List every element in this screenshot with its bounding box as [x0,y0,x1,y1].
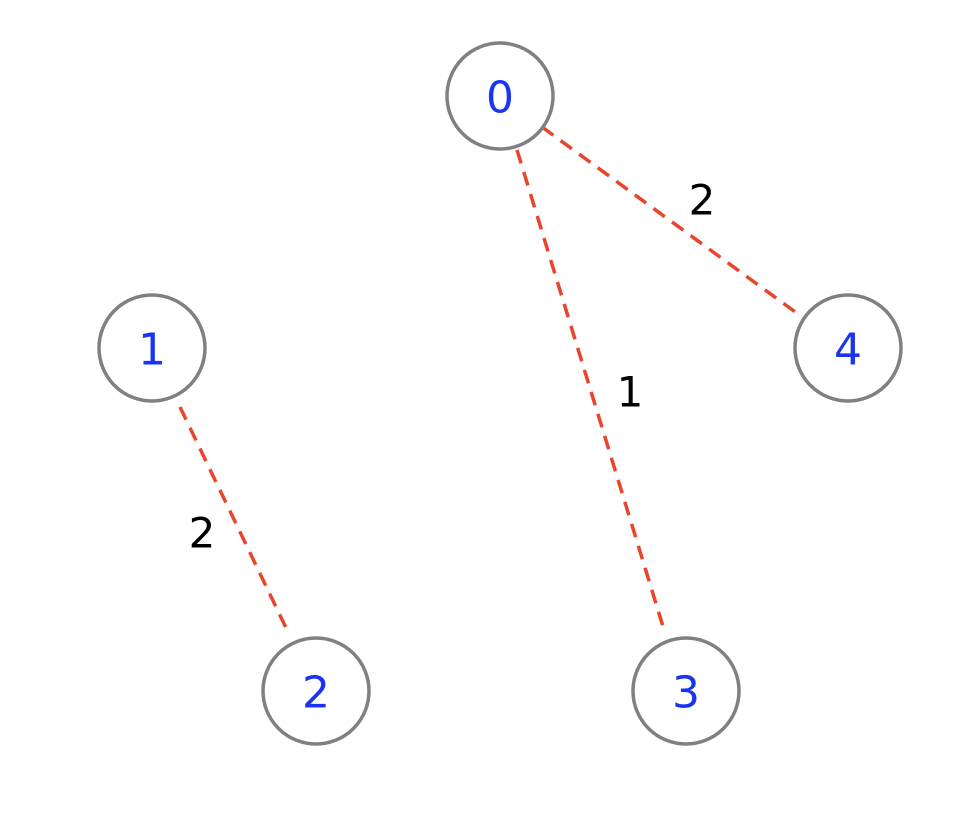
node-3: 3 [631,636,741,746]
edge-weight-0-3: 1 [617,368,644,417]
edges-layer [178,125,800,635]
nodes-layer: 0 1 2 3 4 [97,41,903,746]
edge-0-4 [540,125,800,316]
node-2: 2 [261,636,371,746]
edge-0-3 [515,149,667,634]
node-label-4: 4 [834,325,862,376]
node-circle-1 [97,293,207,403]
edge-weight-0-4: 2 [689,176,716,225]
node-label-1: 1 [138,325,166,376]
node-label-2: 2 [302,668,330,719]
edge-1-2 [178,406,291,635]
node-0: 0 [445,41,555,151]
node-4: 4 [793,293,903,403]
node-circle-3 [631,636,741,746]
node-circle-0 [445,41,555,151]
edge-weight-1-2: 2 [189,509,216,558]
node-label-3: 3 [672,668,700,719]
edge-labels-layer: 2 1 2 [189,176,716,558]
node-circle-2 [261,636,371,746]
node-1: 1 [97,293,207,403]
node-circle-4 [793,293,903,403]
node-label-0: 0 [486,73,514,124]
